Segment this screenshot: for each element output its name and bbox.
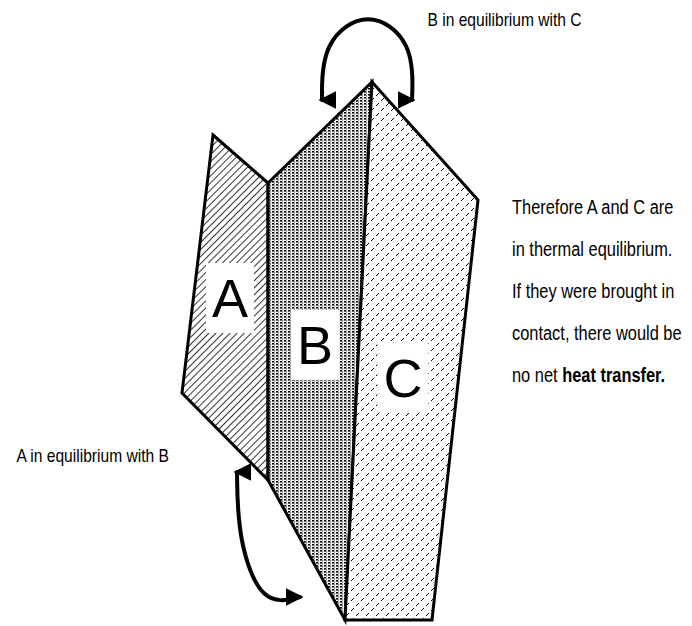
equilibrium-body: C (345, 82, 480, 622)
body-panel (345, 82, 478, 620)
body-letter: A (206, 263, 254, 333)
bold-term: heat transfer. (562, 364, 665, 386)
equilibrium-body: A (180, 135, 270, 482)
body-panel (182, 135, 268, 480)
body-letter: B (291, 310, 339, 380)
arrow-label: B in equilibrium with C (425, 8, 584, 32)
body-letter: C (378, 343, 429, 413)
conclusion-note: Therefore A and C are in thermal equilib… (512, 186, 686, 396)
note-text: Therefore A and C are in thermal equilib… (512, 196, 682, 386)
arrow-label: A in equilibrium with B (14, 444, 171, 468)
